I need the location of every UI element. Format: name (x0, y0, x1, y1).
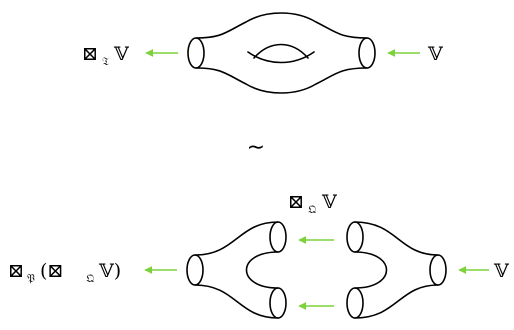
top-left-label: ⊠ 𝔗 𝕍 (82, 43, 130, 68)
right-pants-lower-circle (346, 287, 364, 319)
top-left-boundary-circle (187, 37, 205, 69)
bottom-left-label-inner: (⊠ (40, 260, 63, 282)
bottom-left-label-head-sub: 𝔓 (27, 272, 35, 285)
isomorphism-symbol: ≀ (243, 143, 268, 151)
left-pants-top-edge (194, 221, 279, 256)
top-cobordism (187, 12, 376, 94)
top-right-boundary-circle (358, 37, 376, 69)
top-lower-outline (195, 67, 368, 94)
bottom-top-label: ⊠ 𝔔 𝕍 (288, 191, 338, 216)
bottom-left-label-head: ⊠ (8, 260, 24, 282)
bottom-right-label: 𝕍 (493, 260, 510, 282)
bottom-right-pants (346, 221, 447, 319)
left-pants-upper-circle (269, 221, 287, 253)
top-left-label-sub: 𝔗 (102, 55, 110, 68)
genus-hole-top (253, 43, 309, 59)
right-pants-top-edge (354, 221, 439, 256)
bottom-top-label-sub: 𝔔 (308, 203, 317, 216)
bottom-top-label-tail: 𝕍 (321, 191, 338, 213)
bottom-left-label-inner-sub: 𝔔 (86, 272, 95, 285)
left-pants-bottom-edge (194, 284, 279, 319)
top-upper-outline (195, 12, 368, 39)
right-pants-bottom-edge (354, 284, 439, 319)
right-pants-outer-circle (429, 254, 447, 286)
top-right-label: 𝕍 (427, 43, 444, 65)
right-pants-crotch (354, 251, 388, 289)
top-left-label-tail: 𝕍 (113, 43, 130, 65)
bottom-top-label-main: ⊠ (288, 191, 304, 213)
left-pants-lower-circle (269, 287, 287, 319)
top-left-label-main: ⊠ (82, 43, 98, 65)
bottom-left-label-tail: 𝕍) (98, 260, 121, 282)
left-pants-outer-circle (186, 254, 204, 286)
genus-hole-bottom (247, 51, 315, 64)
left-pants-crotch (245, 251, 279, 289)
bottom-left-pants (186, 221, 287, 319)
right-pants-upper-circle (346, 221, 364, 253)
bottom-left-label: ⊠ 𝔓 (⊠ 𝔔 𝕍) (8, 260, 121, 285)
